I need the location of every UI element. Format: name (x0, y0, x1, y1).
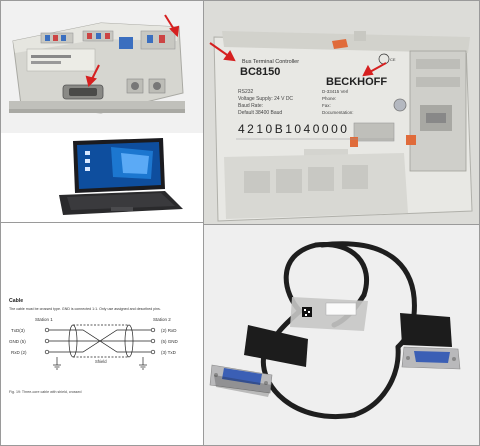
address-line-1: D-33415 Verl (322, 89, 348, 94)
controller-title: Bus Terminal Controller (242, 59, 299, 65)
controller-baud-default: Default 38400 Baud (238, 110, 282, 116)
laptop-icon (59, 138, 183, 215)
right-pin-txd: (3) TxD (161, 350, 177, 355)
divider-right (203, 224, 480, 225)
left-pin-txd: TxD(3) (11, 328, 25, 333)
wiring-lines (44, 324, 156, 370)
divider-left (0, 222, 204, 223)
station-1-label: Station 1 (35, 317, 53, 322)
address-line-4: Documentation: (322, 110, 354, 115)
db9-cable-photo (204, 225, 479, 445)
diagram-caption: Fig. 19: Three-core cable with shield, c… (9, 390, 81, 394)
right-pin-gnd: (5) GND (161, 339, 179, 344)
address-line-3: Fax: (322, 103, 331, 108)
controller-closeup-photo: Bus Terminal Controller BC8150 CE BECKHO… (204, 1, 479, 224)
controller-model: BC8150 (240, 66, 280, 78)
shield-label: Shield (95, 359, 107, 364)
station-2-label: Station 2 (153, 317, 171, 322)
arrow-icon (164, 14, 180, 38)
left-pin-rxd: RxD (2) (11, 350, 27, 355)
diagram-description: The cable must be crossed type. GND is c… (9, 307, 161, 311)
arrow-icon (85, 64, 100, 87)
right-pin-rxd: (2) RxD (161, 328, 177, 333)
cable-wiring-diagram: Cable The cable must be crossed type. GN… (1, 223, 203, 445)
controller-and-laptop-photo (1, 1, 203, 222)
address-line-2: Phone: (322, 96, 336, 101)
diagram-heading: Cable (9, 298, 23, 304)
brand-logo: BECKHOFF (326, 76, 387, 88)
serial-number: 4210B1040000 (238, 122, 349, 136)
db9-connector-icon (400, 313, 461, 370)
controller-supply: Voltage Supply: 24 V DC (238, 96, 293, 102)
cable-label (325, 302, 357, 316)
divider-vertical (203, 0, 204, 446)
left-pin-gnd: GND (5) (9, 339, 26, 344)
controller-interface: RS232 (238, 89, 254, 95)
controller-baud-label: Baud Rate: (238, 103, 263, 109)
arrow-icon (209, 42, 236, 62)
db9-connector-icon (209, 325, 308, 397)
svg-text:CE: CE (390, 57, 396, 62)
qr-code (302, 307, 312, 317)
arrow-icon (362, 62, 387, 77)
